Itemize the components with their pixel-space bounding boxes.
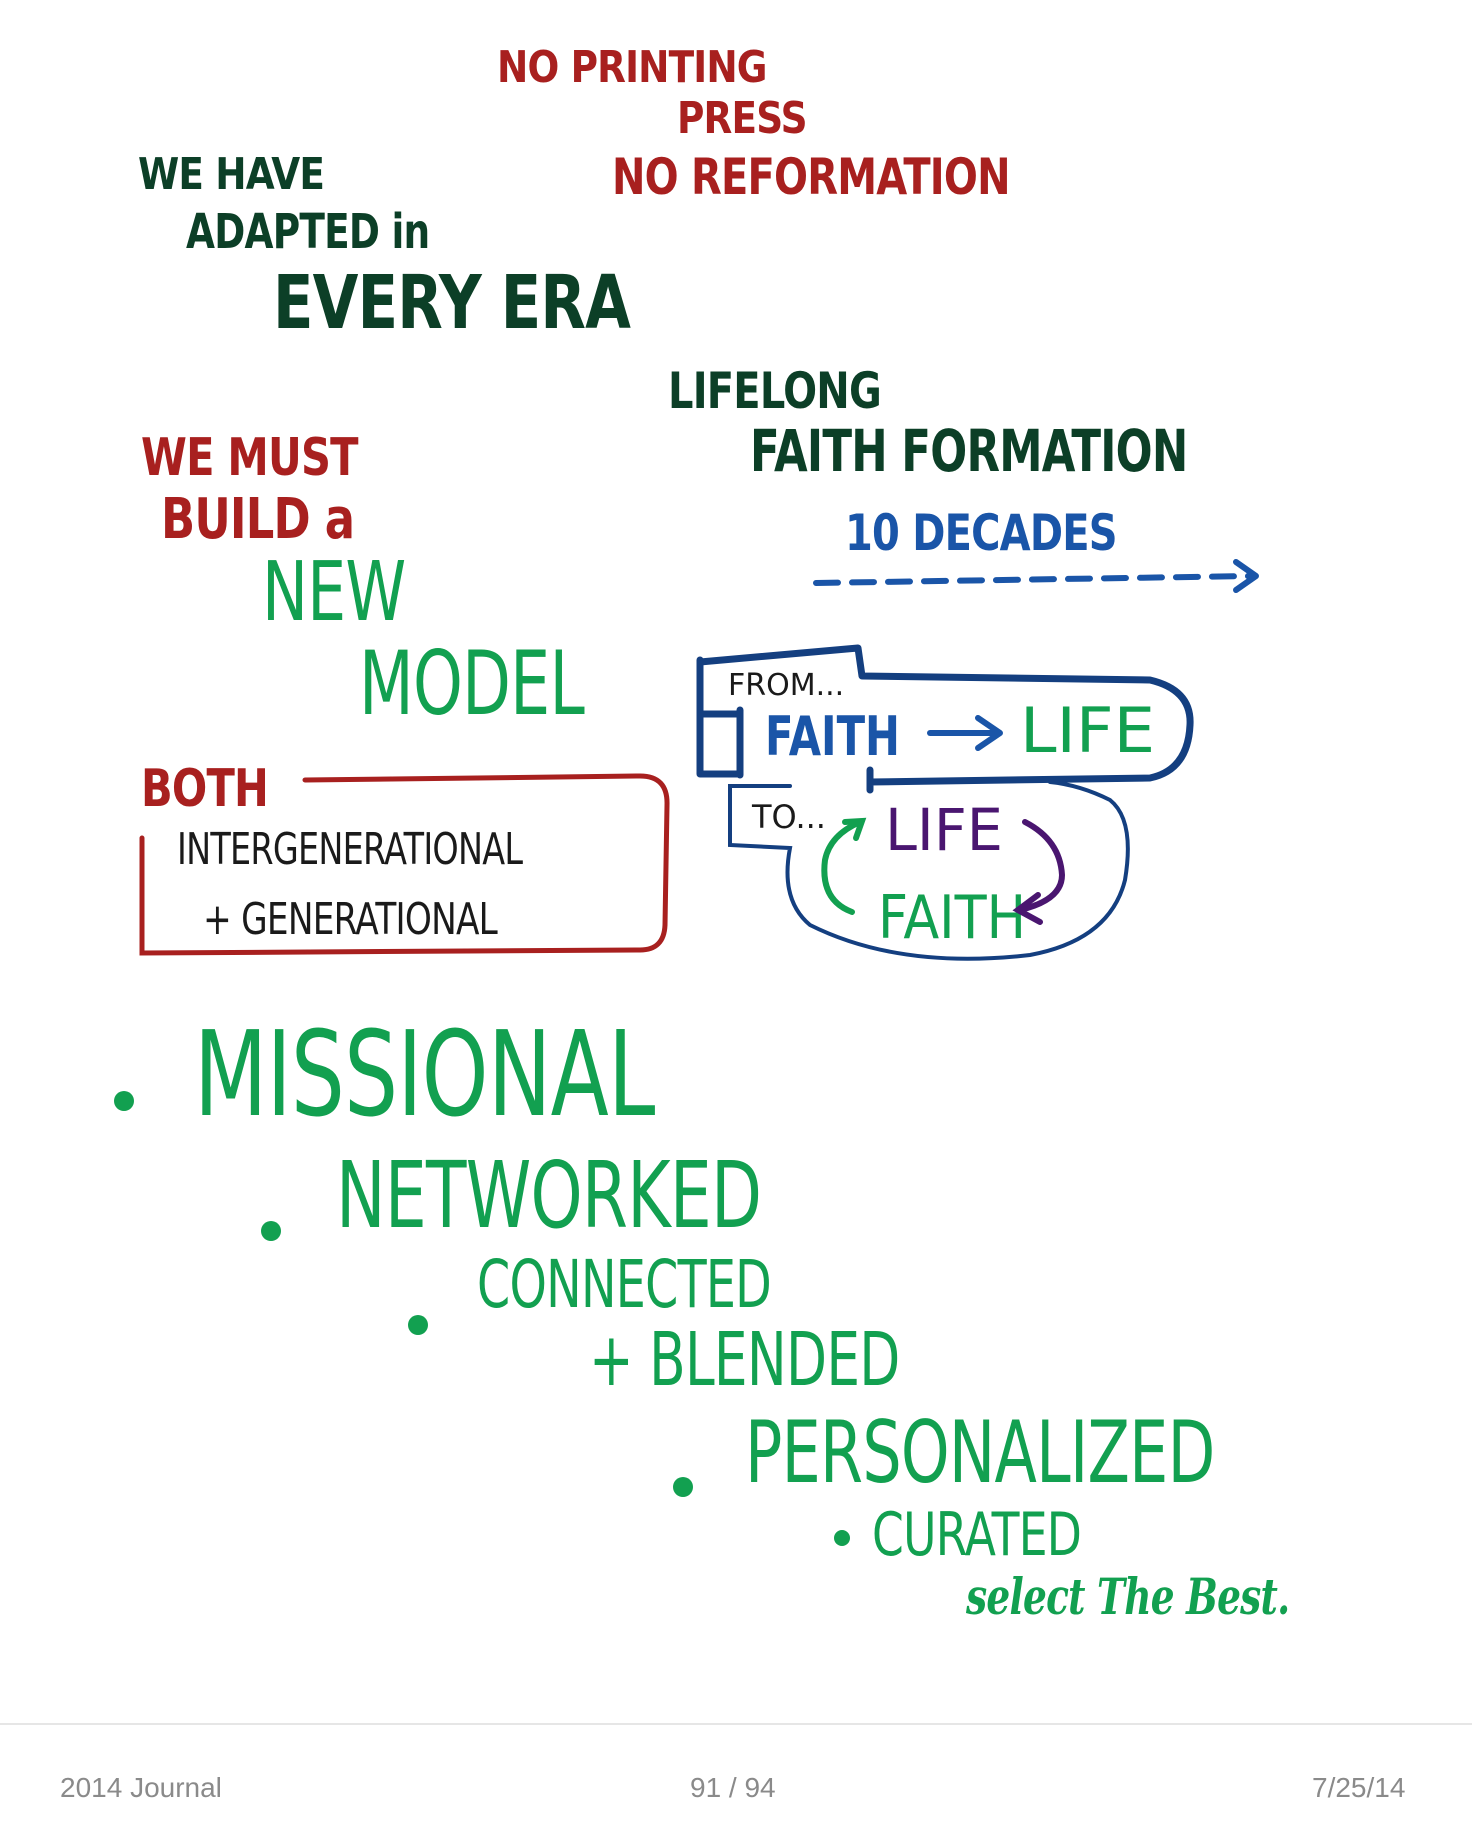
- text-we-must: WE MUST: [141, 428, 358, 488]
- text-generational: + GENERATIONAL: [203, 894, 498, 945]
- text-build-a: BUILD a: [161, 487, 355, 552]
- text-new: NEW: [262, 545, 406, 640]
- text-model: MODEL: [359, 632, 585, 735]
- arrow-head-icon: [1012, 892, 1043, 925]
- text-every-era: EVERY ERA: [273, 260, 631, 346]
- text-press: PRESS: [677, 93, 808, 144]
- text-select-the-best: select The Best.: [966, 1567, 1290, 1626]
- cycle-arrow-down-icon: [1017, 819, 1066, 913]
- arrow-head-icon: [1233, 559, 1259, 593]
- bullet-icon: [261, 1221, 281, 1241]
- text-faith-formation: FAITH FORMATION: [750, 417, 1188, 485]
- footer-date: 7/25/14: [1312, 1772, 1406, 1803]
- bullet-icon: [114, 1091, 134, 1111]
- text-intergenerational: INTERGENERATIONAL: [177, 824, 523, 875]
- text-adapted-in: ADAPTED in: [186, 204, 430, 260]
- both-box-outline: [139, 773, 670, 956]
- text-to-faith: FAITH: [878, 883, 1026, 953]
- text-from: FROM...: [728, 668, 844, 703]
- text-blended: + BLENDED: [589, 1317, 900, 1403]
- text-no-printing: NO PRINTING: [497, 42, 767, 93]
- text-networked: NETWORKED: [336, 1142, 762, 1249]
- text-we-have: WE HAVE: [138, 149, 325, 200]
- footer-page-number: 91 / 94: [690, 1772, 776, 1803]
- text-lifelong: LIFELONG: [668, 362, 882, 420]
- text-personalized: PERSONALIZED: [745, 1403, 1215, 1503]
- text-no-reformation: NO REFORMATION: [612, 148, 1011, 206]
- text-connected: CONNECTED: [477, 1246, 772, 1323]
- to-box-outline: [728, 780, 1130, 961]
- arrow-head-icon: [842, 817, 867, 841]
- text-curated: CURATED: [872, 1500, 1082, 1570]
- text-from-faith: FAITH: [765, 705, 900, 768]
- text-to-life: LIFE: [885, 796, 1003, 864]
- bullet-icon: [834, 1530, 850, 1546]
- bullet-icon: [673, 1477, 693, 1497]
- bullet-icon: [408, 1315, 428, 1335]
- footer-divider: [0, 1723, 1472, 1725]
- text-both: BOTH: [141, 759, 269, 819]
- from-box-outline: [696, 644, 1194, 794]
- cycle-arrow-up-icon: [821, 819, 863, 915]
- text-to: TO...: [751, 798, 826, 836]
- arrow-head-icon: [975, 715, 1003, 751]
- text-10-decades: 10 DECADES: [845, 504, 1118, 562]
- dashed-arrow-line: [813, 573, 1253, 586]
- text-from-life: LIFE: [1020, 694, 1155, 767]
- text-missional: MISSIONAL: [194, 1005, 655, 1143]
- footer-journal-title: 2014 Journal: [60, 1772, 222, 1803]
